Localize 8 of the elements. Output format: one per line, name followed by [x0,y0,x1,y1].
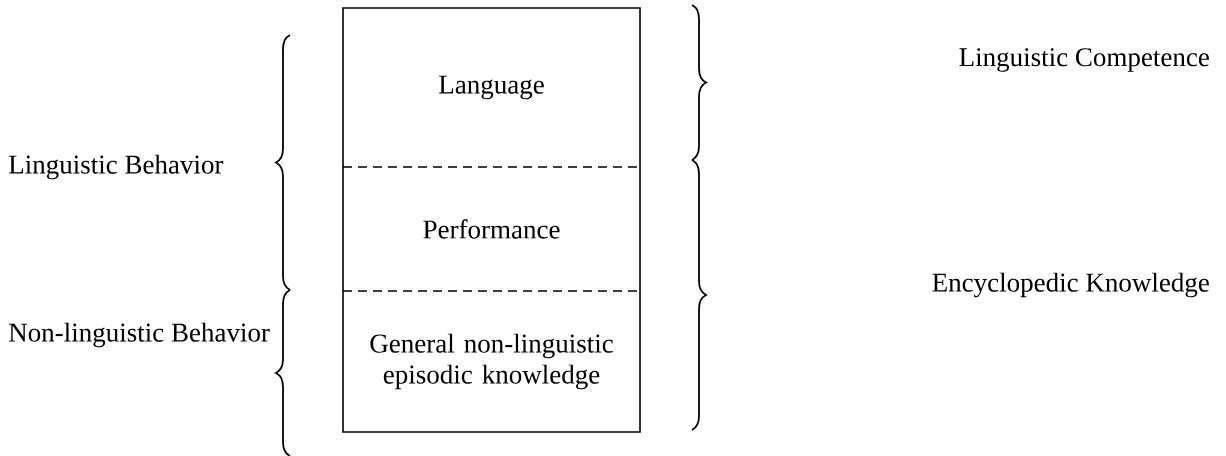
side-label: Linguistic Competence [959,48,1209,72]
side-label: Linguistic Behavior [9,154,224,180]
band-text: General non-linguistic episodic knowledge [370,333,613,390]
outer-box [342,7,641,433]
side-label: Non-linguistic Behavior [9,322,270,348]
band-text: Performance [423,219,560,239]
band-text: Language [439,75,544,100]
side-label: Encyclopedic Knowledge [932,272,1209,298]
